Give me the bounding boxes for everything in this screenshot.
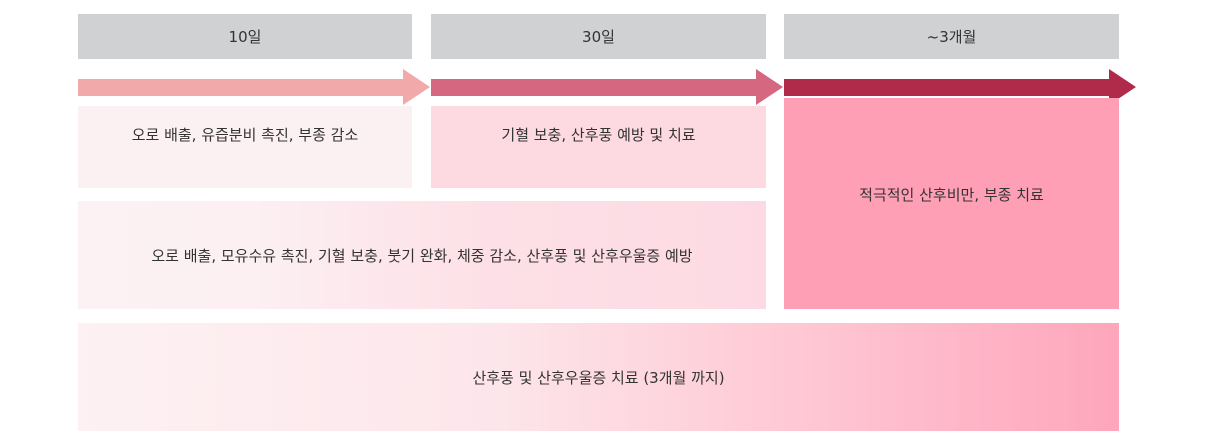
- effect-box-10-days: 오로 배출, 유즙분비 촉진, 부종 감소: [78, 106, 412, 188]
- effect-label-overall: 산후풍 및 산후우울증 치료 (3개월 까지): [472, 368, 725, 387]
- effect-label-3-months: 적극적인 산후비만, 부종 치료: [859, 186, 1044, 204]
- effect-box-overall: 산후풍 및 산후우울증 치료 (3개월 까지): [78, 323, 1119, 431]
- arrow-shape-1: [78, 69, 430, 105]
- arrow-shape-2: [431, 69, 783, 105]
- arrow-shape-3: [784, 69, 1136, 105]
- effect-box-first-month: 오로 배출, 모유수유 촉진, 기혈 보충, 붓기 완화, 체중 감소, 산후풍…: [78, 201, 766, 309]
- period-header-label: ~3개월: [926, 28, 977, 46]
- period-header-label: 30일: [582, 28, 615, 46]
- effect-box-30-days: 기혈 보충, 산후풍 예방 및 치료: [431, 106, 766, 188]
- effect-label-30-days: 기혈 보충, 산후풍 예방 및 치료: [501, 125, 696, 144]
- timeline-arrow-3: [784, 68, 1136, 106]
- period-header-30-days: 30일: [431, 14, 766, 59]
- period-header-label: 10일: [228, 28, 262, 46]
- period-header-3-months: ~3개월: [784, 14, 1119, 59]
- timeline-arrow-2: [431, 68, 783, 106]
- effect-label-10-days: 오로 배출, 유즙분비 촉진, 부종 감소: [131, 125, 359, 144]
- effect-label-first-month: 오로 배출, 모유수유 촉진, 기혈 보충, 붓기 완화, 체중 감소, 산후풍…: [151, 246, 693, 265]
- effect-box-3-months: 적극적인 산후비만, 부종 치료: [784, 98, 1119, 309]
- timeline-arrow-1: [78, 68, 430, 106]
- period-header-10-days: 10일: [78, 14, 412, 59]
